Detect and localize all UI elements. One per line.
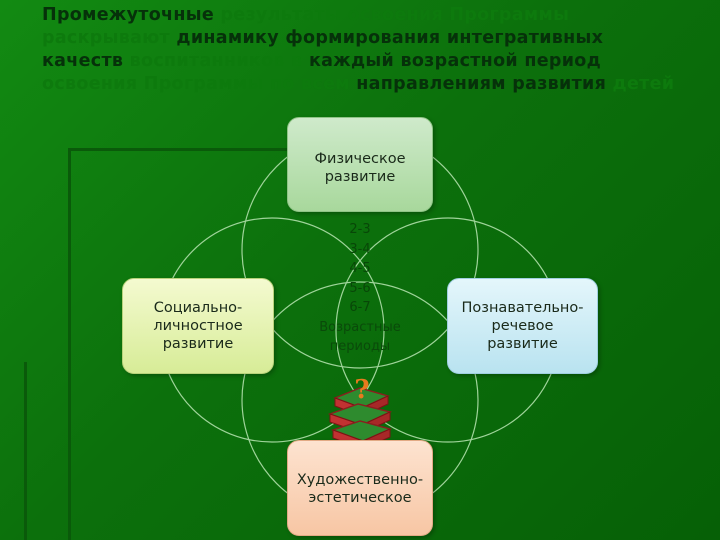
title-part-10: детей	[612, 74, 675, 94]
title-part-8: освоения Программы по всем	[42, 74, 350, 94]
node-artistic-development: Художественно-эстетическое	[287, 440, 433, 536]
node-physical-development: Физическое развитие	[287, 117, 433, 212]
frame-line-left-2	[24, 362, 27, 540]
age-period-item: 2-3	[349, 222, 371, 237]
title-part-9: направлениям развития	[356, 74, 607, 94]
age-periods-block: 2-3 3-4 4-5 5-6 6-7 Возрастные периоды	[300, 220, 420, 357]
node-cognitive-label: Познавательно-речевое развитие	[461, 300, 584, 352]
age-period-item: 3-4	[349, 241, 371, 257]
frame-line-left-1	[68, 148, 71, 540]
title-part-3: раскрывают	[42, 28, 170, 48]
frame-line-top	[68, 148, 288, 151]
title-part-1: Промежуточные	[42, 5, 215, 25]
node-social-label: Социально-личностное развитие	[153, 300, 243, 352]
node-social-development: Социально-личностное развитие	[122, 278, 274, 374]
age-period-item: 5-6	[349, 280, 371, 296]
node-physical-label: Физическое развитие	[314, 151, 406, 185]
title-part-4: динамику формирования интегративных	[176, 28, 604, 48]
age-periods-label: Возрастные периоды	[319, 319, 401, 355]
title-part-2: результаты освоения Программы	[220, 5, 570, 25]
slide-title: Промежуточные результаты освоения Програ…	[42, 4, 682, 96]
title-part-7: каждый возрастной период	[308, 51, 602, 71]
title-part-6: воспитанников в	[129, 51, 303, 71]
age-period-item: 6-7	[349, 300, 371, 315]
title-part-5: качеств	[42, 51, 124, 71]
age-period-item: 4-5	[349, 261, 371, 276]
node-cognitive-development: Познавательно-речевое развитие	[447, 278, 598, 374]
svg-text:?: ?	[354, 375, 369, 405]
node-artistic-label: Художественно-эстетическое	[296, 472, 424, 506]
